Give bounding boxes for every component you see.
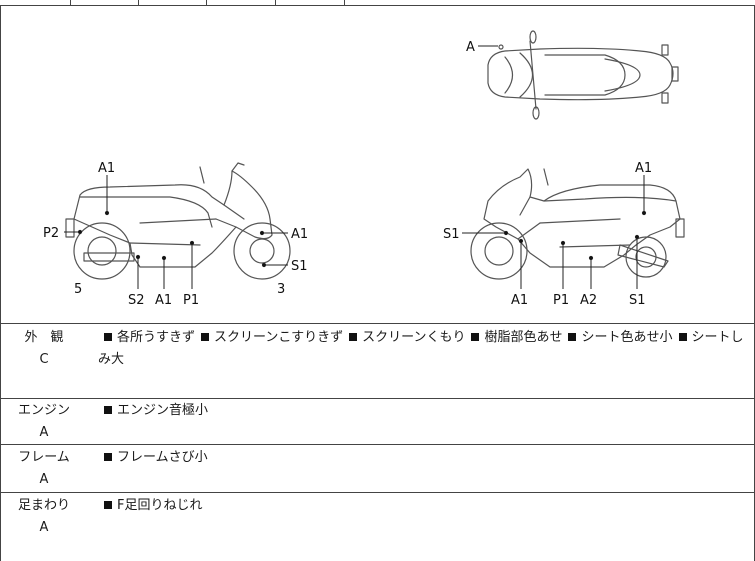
note-item: 各所うすきず <box>117 330 196 345</box>
category-grade: A <box>39 520 49 535</box>
top-view-scooter <box>487 30 679 120</box>
row-divider <box>0 444 755 445</box>
note-item: スクリーンくもり <box>362 330 466 345</box>
category-grade: A <box>39 425 49 440</box>
right-view-scooter <box>470 168 685 280</box>
damage-diagram: A A1 P2 A1 S1 5 S2 A1 P1 3 A1 S1 A1 P1 A… <box>0 5 755 323</box>
category-name: 外 観 <box>24 330 64 345</box>
left-marker-a1-front: A1 <box>291 227 308 242</box>
right-marker-a1-floor: A1 <box>511 293 528 308</box>
cell-divider <box>344 0 345 5</box>
left-view-scooter <box>65 162 291 280</box>
note-square-icon <box>349 333 358 341</box>
left-marker-5: 5 <box>74 282 82 297</box>
note-square-icon <box>104 333 112 341</box>
note-square-icon <box>104 453 112 461</box>
note-item: シートしみ大 <box>98 330 744 367</box>
cell-divider <box>275 0 276 5</box>
note-item: フレームさび小 <box>117 450 208 465</box>
right-marker-s1-rear: S1 <box>629 293 646 308</box>
note-item: エンジン音極小 <box>117 403 209 418</box>
note-item: シート色あせ小 <box>581 330 673 345</box>
note-square-icon <box>471 333 480 341</box>
right-marker-s1-front: S1 <box>443 227 460 242</box>
note-item: F足回りねじれ <box>117 498 203 513</box>
note-square-icon <box>678 333 687 341</box>
category-grade: C <box>39 352 49 367</box>
row-divider <box>0 398 755 399</box>
left-marker-3: 3 <box>277 282 285 297</box>
category-grade: A <box>39 472 49 487</box>
left-border <box>0 5 1 561</box>
category-name: フレーム <box>18 450 70 465</box>
note-square-icon <box>568 333 577 341</box>
condition-notes: エンジン音極小 <box>98 400 748 422</box>
cell-divider <box>70 0 71 5</box>
right-marker-a1-seat: A1 <box>635 161 652 176</box>
diagram-bottom-border <box>0 323 755 324</box>
left-marker-p2: P2 <box>43 226 59 241</box>
note-square-icon <box>201 333 210 341</box>
category-name: エンジン <box>17 403 70 418</box>
note-item: 樹脂部色あせ <box>484 330 563 345</box>
condition-notes: フレームさび小 <box>98 447 748 469</box>
left-marker-a1-seat: A1 <box>98 161 115 176</box>
category-cell: 足まわり A <box>0 495 88 539</box>
left-marker-s2: S2 <box>128 293 145 308</box>
note-square-icon <box>104 501 112 509</box>
table-top-border <box>0 5 755 6</box>
condition-notes: F足回りねじれ <box>98 495 748 517</box>
left-marker-p1: P1 <box>183 293 199 308</box>
cell-divider <box>138 0 139 5</box>
cell-divider <box>206 0 207 5</box>
category-name: 足まわり <box>17 498 70 513</box>
condition-notes: 各所うすきず スクリーンこすりきず スクリーンくもり 樹脂部色あせ シート色あせ小シート… <box>98 327 748 371</box>
left-marker-s1: S1 <box>291 259 308 274</box>
row-divider <box>0 492 755 493</box>
right-marker-a2: A2 <box>580 293 597 308</box>
top-marker-a: A <box>466 40 475 55</box>
note-square-icon <box>104 406 112 414</box>
category-cell: フレーム A <box>0 447 88 491</box>
right-marker-p1: P1 <box>553 293 569 308</box>
scooter-diagram-svg: A A1 P2 A1 S1 5 S2 A1 P1 3 A1 S1 A1 P1 A… <box>43 30 685 308</box>
category-cell: 外 観 C <box>0 327 88 371</box>
category-cell: エンジン A <box>0 400 88 444</box>
note-item: スクリーンこすりきず <box>214 330 344 345</box>
left-marker-a1-floor: A1 <box>155 293 172 308</box>
